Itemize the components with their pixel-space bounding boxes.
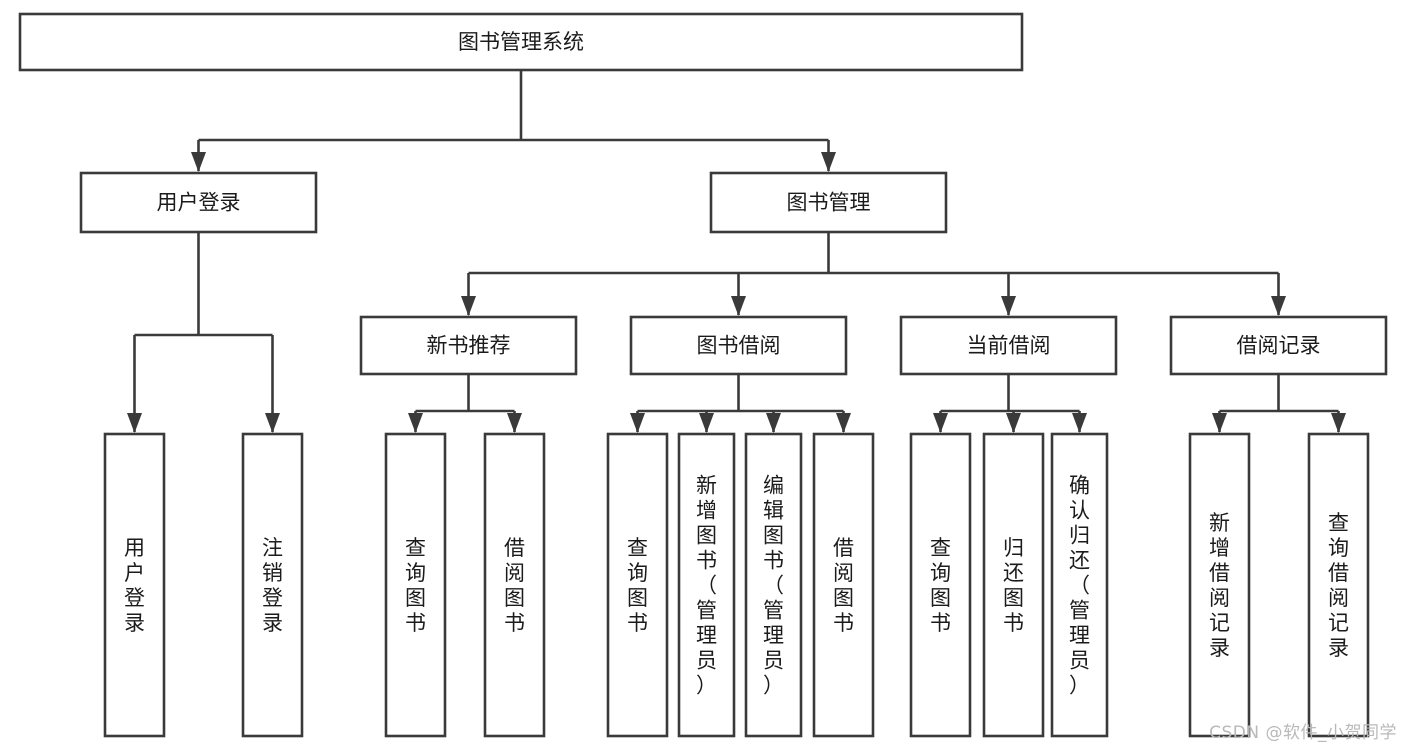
node-root[interactable]: 图书管理系统 [18, 12, 1024, 72]
diagram-nodes: 图书管理系统用户登录图书管理新书推荐图书借阅当前借阅借阅记录用户登录注销登录查询… [18, 12, 1388, 738]
leaf-leaf-return-book-box [982, 432, 1045, 738]
node-root-box [18, 12, 1024, 72]
leaf-leaf-edit-book-box [744, 432, 803, 738]
node-user-login-label: 用户登录 [157, 191, 241, 215]
node-user-login-box [79, 171, 318, 234]
leaf-leaf-edit-book-label: 编辑图书（管理员） [763, 474, 784, 698]
leaf-leaf-query-record-box [1307, 432, 1370, 738]
node-current-borrow-box [899, 315, 1118, 376]
node-book-borrow[interactable]: 图书借阅 [629, 315, 848, 376]
leaf-leaf-query-record[interactable]: 查询借阅记录 [1307, 432, 1370, 738]
leaf-leaf-user-login-box [103, 432, 166, 738]
arrow-head-icon-book-borrow [731, 296, 746, 316]
node-book-manage-label: 图书管理 [787, 191, 871, 215]
node-current-borrow-label: 当前借阅 [967, 334, 1051, 358]
node-new-book-rec-box [359, 315, 578, 376]
csdn-watermark: CSDN @软件_小贺同学 [1209, 723, 1397, 743]
node-borrow-record[interactable]: 借阅记录 [1169, 315, 1388, 376]
leaf-leaf-add-book[interactable]: 新增图书（管理员） [677, 432, 736, 738]
leaf-leaf-user-logout-box [241, 432, 304, 738]
arrow-head-icon-current-borrow [1001, 296, 1016, 316]
leaf-leaf-query-book-3[interactable]: 查询图书 [909, 432, 972, 738]
leaf-leaf-confirm-return-label: 确认归还（管理员） [1069, 474, 1090, 698]
leaf-leaf-user-logout-label: 注销登录 [262, 536, 283, 635]
arrow-head-icon-user-login [191, 152, 206, 172]
arrow-head-icon-leaf-confirm-return [1072, 413, 1087, 433]
leaf-leaf-add-book-box [677, 432, 736, 738]
arrow-head-icon-borrow-record [1271, 296, 1286, 316]
leaf-leaf-query-book-2-label: 查询图书 [627, 536, 648, 635]
leaf-leaf-borrow-book-1[interactable]: 借阅图书 [483, 432, 546, 738]
leaf-leaf-user-logout[interactable]: 注销登录 [241, 432, 304, 738]
node-borrow-record-box [1169, 315, 1388, 376]
arrow-head-icon-book-manage [821, 152, 836, 172]
leaf-leaf-borrow-book-2[interactable]: 借阅图书 [812, 432, 875, 738]
leaf-leaf-add-record-box [1188, 432, 1251, 738]
leaf-leaf-return-book[interactable]: 归还图书 [982, 432, 1045, 738]
arrow-head-icon-leaf-borrow-book-2 [836, 413, 851, 433]
arrow-head-icon-leaf-edit-book [766, 413, 781, 433]
arrow-head-icon-leaf-borrow-book-1 [507, 413, 522, 433]
node-current-borrow[interactable]: 当前借阅 [899, 315, 1118, 376]
node-root-label: 图书管理系统 [458, 30, 584, 54]
leaf-leaf-borrow-book-2-label: 借阅图书 [833, 536, 854, 635]
leaf-leaf-return-book-label: 归还图书 [1003, 536, 1024, 635]
arrow-head-icon-leaf-user-login [127, 413, 142, 433]
node-book-borrow-label: 图书借阅 [697, 334, 781, 358]
connector-edges [127, 70, 1346, 433]
node-new-book-rec-label: 新书推荐 [427, 334, 511, 358]
leaf-leaf-query-book-2[interactable]: 查询图书 [606, 432, 669, 738]
leaf-leaf-add-record-label: 新增借阅记录 [1209, 511, 1230, 660]
arrow-head-icon-new-book-rec [461, 296, 476, 316]
leaf-leaf-query-book-1[interactable]: 查询图书 [384, 432, 447, 738]
arrow-head-icon-leaf-query-book-3 [933, 413, 948, 433]
leaf-leaf-query-record-label: 查询借阅记录 [1328, 511, 1349, 660]
leaf-leaf-user-login[interactable]: 用户登录 [103, 432, 166, 738]
leaf-leaf-query-book-1-box [384, 432, 447, 738]
node-book-borrow-box [629, 315, 848, 376]
leaf-leaf-borrow-book-1-label: 借阅图书 [504, 536, 525, 635]
leaf-leaf-query-book-3-label: 查询图书 [930, 536, 951, 635]
arrow-head-icon-leaf-return-book [1006, 413, 1021, 433]
node-borrow-record-label: 借阅记录 [1237, 334, 1321, 358]
arrow-head-icon-leaf-add-book [699, 413, 714, 433]
leaf-leaf-confirm-return-box [1050, 432, 1109, 738]
arrow-head-icon-leaf-query-book-1 [408, 413, 423, 433]
arrow-head-icon-leaf-query-book-2 [630, 413, 645, 433]
leaf-leaf-query-book-3-box [909, 432, 972, 738]
leaf-leaf-borrow-book-1-box [483, 432, 546, 738]
leaf-leaf-add-record[interactable]: 新增借阅记录 [1188, 432, 1251, 738]
node-new-book-rec[interactable]: 新书推荐 [359, 315, 578, 376]
leaf-leaf-confirm-return[interactable]: 确认归还（管理员） [1050, 432, 1109, 738]
node-book-manage-box [709, 171, 948, 234]
arrow-head-icon-leaf-query-record [1331, 413, 1346, 433]
leaf-leaf-user-login-label: 用户登录 [124, 536, 145, 635]
node-book-manage[interactable]: 图书管理 [709, 171, 948, 234]
leaf-leaf-add-book-label: 新增图书（管理员） [696, 474, 717, 698]
leaf-leaf-edit-book[interactable]: 编辑图书（管理员） [744, 432, 803, 738]
node-user-login[interactable]: 用户登录 [79, 171, 318, 234]
leaf-leaf-query-book-2-box [606, 432, 669, 738]
arrow-head-icon-leaf-user-logout [265, 413, 280, 433]
leaf-leaf-borrow-book-2-box [812, 432, 875, 738]
arrow-head-icon-leaf-add-record [1212, 413, 1227, 433]
leaf-leaf-query-book-1-label: 查询图书 [405, 536, 426, 635]
